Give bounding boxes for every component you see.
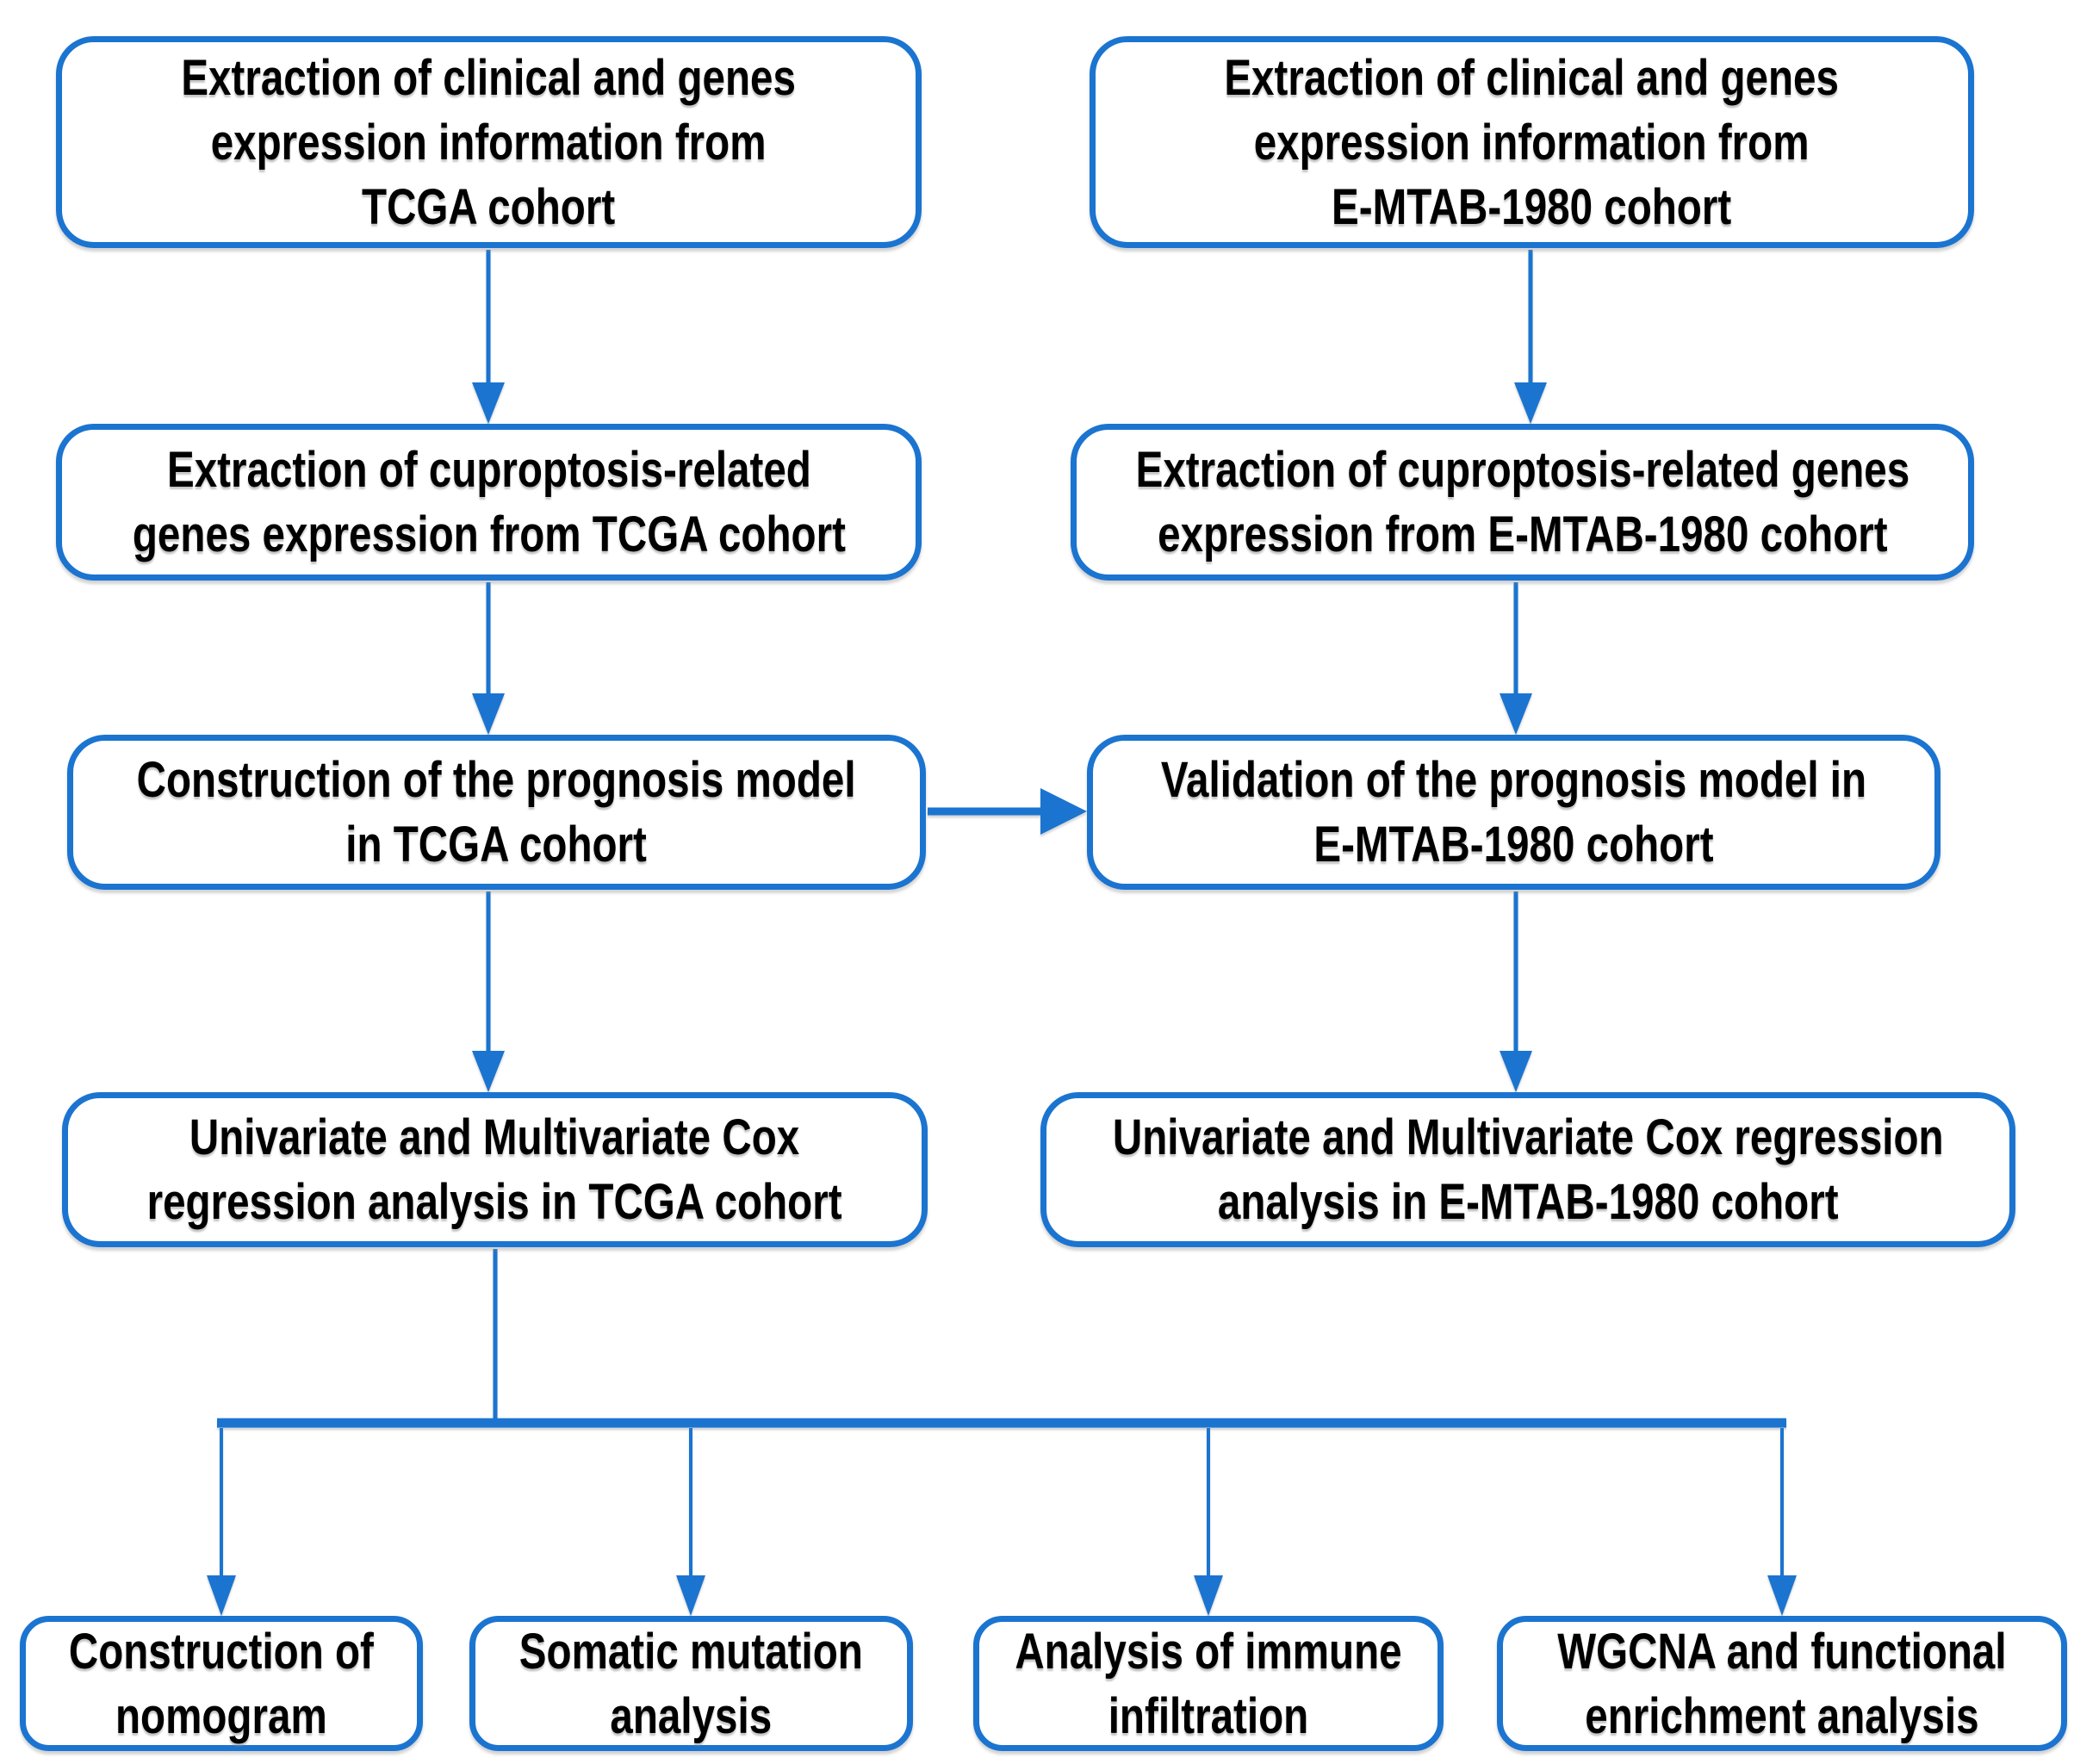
node-label: Somatic mutation analysis — [518, 1623, 864, 1744]
node-label: Analysis of immune infiltration — [1015, 1623, 1402, 1744]
node-label: Univariate and Multivariate Cox regressi… — [1112, 1109, 1944, 1230]
arrow-emtab-cuproptosis-to-emtab-validation — [1500, 582, 1532, 735]
node-tcga-cuproptosis: Extraction of cuproptosis-related genes … — [56, 424, 922, 581]
branch-tcga-cox-to-bottom-row — [207, 1249, 1797, 1616]
arrow-tcga-model-to-tcga-cox — [472, 891, 505, 1092]
node-emtab-validation: Validation of the prognosis model in E-M… — [1087, 735, 1940, 890]
node-tcga-extract: Extraction of clinical and genes express… — [56, 36, 922, 248]
node-immune-infiltration: Analysis of immune infiltration — [973, 1616, 1444, 1751]
arrow-tcga-extract-to-tcga-cuproptosis — [472, 250, 505, 424]
node-label: Extraction of cuproptosis-related genes … — [132, 442, 846, 562]
node-label: Extraction of clinical and genes express… — [1224, 49, 1840, 235]
node-label: Construction of nomogram — [68, 1623, 375, 1744]
node-nomogram: Construction of nomogram — [20, 1616, 423, 1751]
node-label: Construction of the prognosis model in T… — [137, 752, 856, 873]
node-label: Extraction of clinical and genes express… — [181, 49, 797, 235]
arrow-emtab-extract-to-emtab-cuproptosis — [1514, 250, 1547, 424]
node-somatic-mutation: Somatic mutation analysis — [469, 1616, 913, 1751]
node-emtab-cuproptosis: Extraction of cuproptosis-related genes … — [1071, 424, 1974, 581]
node-emtab-cox: Univariate and Multivariate Cox regressi… — [1040, 1092, 2015, 1247]
node-label: Validation of the prognosis model in E-M… — [1160, 752, 1867, 873]
arrow-tcga-cuproptosis-to-tcga-model — [472, 582, 505, 735]
arrow-emtab-validation-to-emtab-cox — [1500, 891, 1532, 1092]
node-wgcna: WGCNA and functional enrichment analysis — [1497, 1616, 2067, 1751]
node-tcga-cox: Univariate and Multivariate Cox regressi… — [62, 1092, 928, 1247]
node-label: Extraction of cuproptosis-related genes … — [1135, 442, 1909, 562]
node-label: Univariate and Multivariate Cox regressi… — [147, 1109, 842, 1230]
arrow-tcga-model-to-emtab-validation — [928, 788, 1087, 835]
node-label: WGCNA and functional enrichment analysis — [1557, 1623, 2007, 1744]
node-tcga-model: Construction of the prognosis model in T… — [67, 735, 926, 890]
node-emtab-extract: Extraction of clinical and genes express… — [1090, 36, 1974, 248]
